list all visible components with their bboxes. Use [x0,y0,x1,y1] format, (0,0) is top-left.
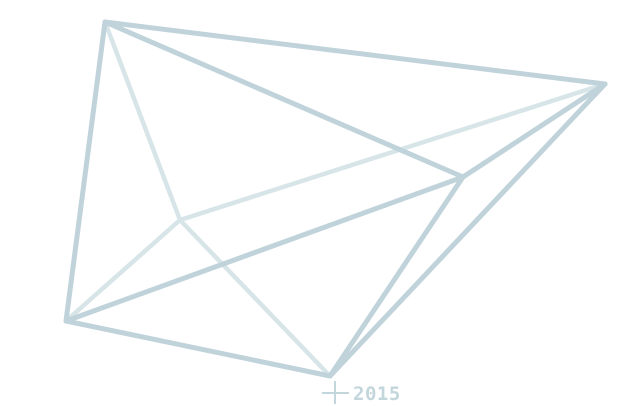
edge-top-left-to-middle [102,19,466,180]
edge-middle-to-right [460,81,608,180]
edge-back-top-left-to-inner [102,19,183,223]
edge-top-left-to-right [102,19,608,87]
edge-back-inner-to-right [177,81,608,223]
edge-back-inner-to-left [63,217,183,324]
edge-right-to-bottom [327,81,608,379]
back-edges-group [63,19,608,379]
edge-top-left-to-left [63,19,108,324]
year-label: 2015 [353,383,401,405]
edge-middle-to-bottom [327,174,466,379]
edge-back-inner-to-bottom [177,217,333,379]
edge-left-to-bottom [63,318,333,379]
edge-left-to-middle [63,174,466,324]
front-edges-group [63,19,608,379]
year-mark: 2015 [322,381,401,405]
